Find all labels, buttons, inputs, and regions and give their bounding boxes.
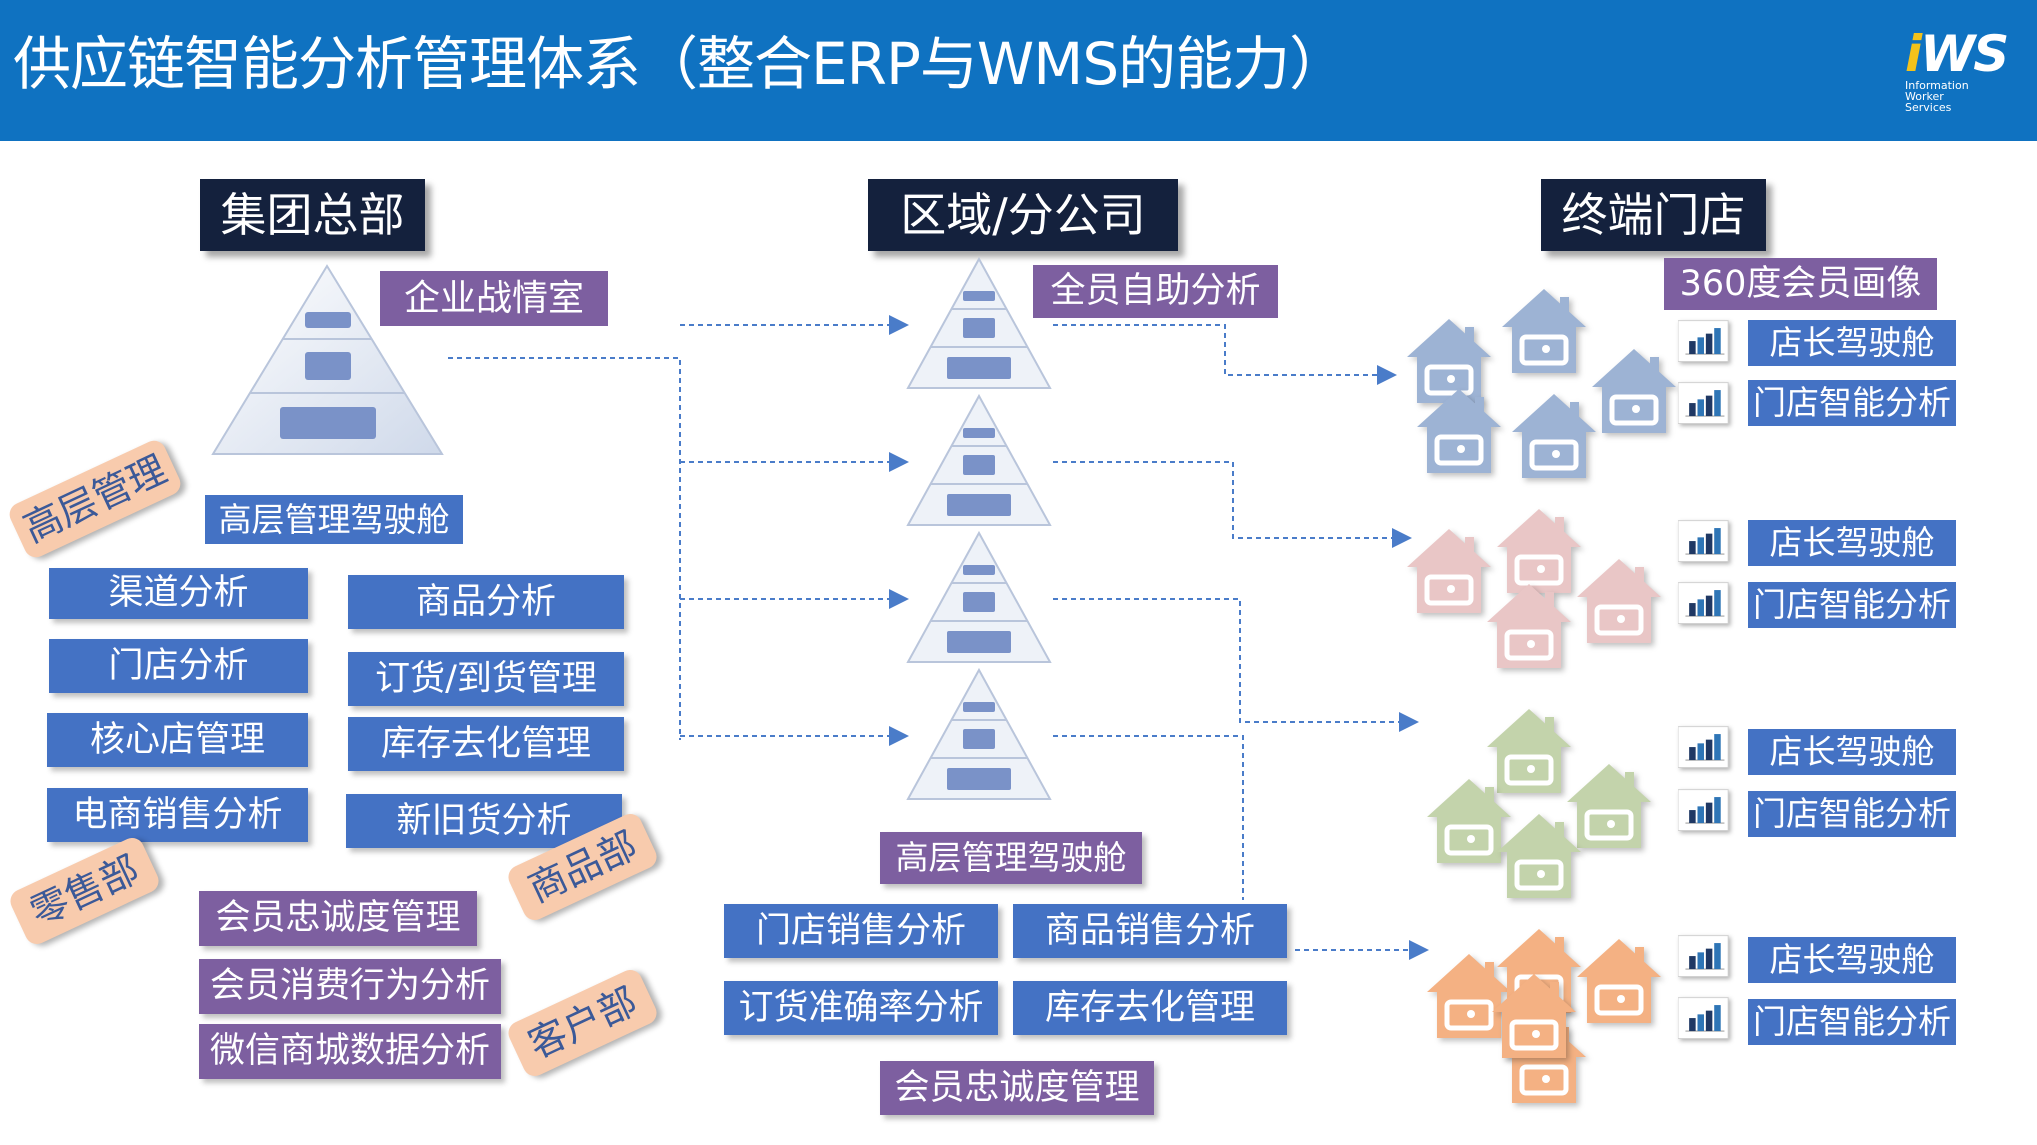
- mini-bar-chart-icon: [1678, 935, 1729, 977]
- store-analysis-1: 门店智能分析: [1748, 380, 1956, 426]
- region-pyramid-icon-2: [906, 393, 1052, 526]
- hq-member-item-2: 会员消费行为分析: [199, 959, 501, 1014]
- store-house-icon: [1427, 779, 1511, 863]
- store-cockpit-3: 店长驾驶舱: [1748, 729, 1956, 775]
- store-house-icon: [1592, 349, 1676, 433]
- hq-member-item-1: 会员忠诚度管理: [199, 891, 477, 946]
- mini-bar-chart-icon: [1678, 382, 1729, 424]
- logo-sub-2: Worker: [1905, 90, 1944, 103]
- hq-right-item-3: 库存去化管理: [348, 717, 624, 771]
- mini-bar-chart-icon: [1678, 520, 1729, 562]
- header-bar: 供应链智能分析管理体系（整合ERP与WMS的能力） iWS Informatio…: [0, 0, 2037, 141]
- region-grid-item-1: 门店销售分析: [724, 904, 998, 958]
- store-house-icon: [1407, 319, 1491, 403]
- store-house-icon: [1407, 529, 1491, 613]
- region-grid-item-4: 库存去化管理: [1013, 981, 1287, 1035]
- store-house-icon: [1487, 584, 1571, 668]
- store-analysis-2: 门店智能分析: [1748, 582, 1956, 628]
- region-grid-item-2: 商品销售分析: [1013, 904, 1287, 958]
- region-grid-item-3: 订货准确率分析: [724, 981, 998, 1035]
- iws-logo: iWS Information Worker Services: [1905, 28, 2015, 123]
- region-exec-cockpit-box: 高层管理驾驶舱: [880, 832, 1142, 884]
- store-house-icon: [1417, 389, 1501, 473]
- region-self-service-box: 全员自助分析: [1033, 265, 1278, 318]
- store-house-icon: [1567, 764, 1651, 848]
- region-loyalty-box: 会员忠诚度管理: [880, 1061, 1154, 1115]
- store-house-icon: [1492, 974, 1576, 1058]
- mini-bar-chart-icon: [1678, 789, 1729, 831]
- logo-mark-ws: WS: [1920, 25, 2009, 83]
- store-cockpit-1: 店长驾驶舱: [1748, 320, 1956, 366]
- hq-exec-cockpit-box: 高层管理驾驶舱: [205, 495, 463, 544]
- store-house-icon: [1577, 559, 1661, 643]
- mini-bar-chart-icon: [1678, 726, 1729, 768]
- region-pyramid-icon-4: [906, 667, 1052, 800]
- store-analysis-4: 门店智能分析: [1748, 999, 1956, 1045]
- hq-war-room-box: 企业战情室: [380, 271, 608, 326]
- store-house-icon: [1502, 289, 1586, 373]
- logo-mark-i: i: [1905, 25, 1922, 83]
- hq-left-item-3: 核心店管理: [47, 713, 308, 767]
- column-header-region: 区域/分公司: [868, 179, 1178, 251]
- column-header-store: 终端门店: [1541, 179, 1766, 251]
- region-pyramid-icon-1: [906, 256, 1052, 389]
- hq-left-item-4: 电商销售分析: [47, 788, 308, 842]
- hq-member-item-3: 微信商城数据分析: [199, 1024, 501, 1079]
- store-house-icon: [1497, 509, 1581, 593]
- hq-right-item-2: 订货/到货管理: [348, 652, 624, 706]
- mini-bar-chart-icon: [1678, 997, 1729, 1039]
- store-house-icon: [1487, 709, 1571, 793]
- hq-right-item-1: 商品分析: [348, 575, 624, 629]
- store-analysis-3: 门店智能分析: [1748, 791, 1956, 837]
- logo-sub-3: Services: [1905, 101, 1952, 114]
- store-cockpit-2: 店长驾驶舱: [1748, 520, 1956, 566]
- hq-left-item-1: 渠道分析: [49, 568, 308, 619]
- store-house-icon: [1512, 394, 1596, 478]
- hq-left-item-2: 门店分析: [49, 639, 308, 693]
- store-house-icon: [1577, 939, 1661, 1023]
- mini-bar-chart-icon: [1678, 320, 1729, 362]
- region-pyramid-icon-3: [906, 530, 1052, 663]
- logo-sub-1: Information: [1905, 79, 1969, 92]
- hq-pyramid-icon: [211, 264, 444, 455]
- store-house-icon: [1427, 954, 1511, 1038]
- mini-bar-chart-icon: [1678, 582, 1729, 624]
- store-house-icon: [1497, 814, 1581, 898]
- column-header-group-hq: 集团总部: [200, 179, 425, 251]
- store-portrait-box: 360度会员画像: [1664, 258, 1937, 310]
- page-title: 供应链智能分析管理体系（整合ERP与WMS的能力）: [13, 30, 1347, 98]
- store-cockpit-4: 店长驾驶舱: [1748, 937, 1956, 983]
